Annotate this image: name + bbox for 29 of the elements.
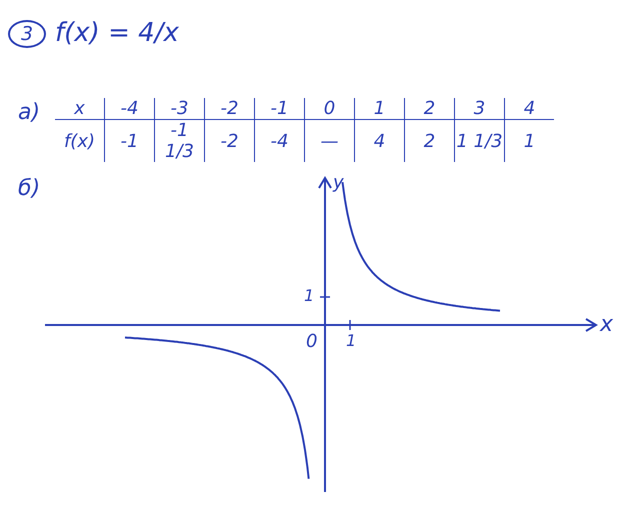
argument-value: -3	[154, 98, 204, 120]
tick-label: 0	[306, 333, 318, 351]
axis-label: y	[333, 174, 344, 192]
function-value: -2	[204, 120, 254, 162]
function-value: —	[304, 120, 354, 162]
argument-value: 4	[504, 98, 554, 120]
argument-value: 2	[404, 98, 454, 120]
axis-label: x	[600, 314, 614, 336]
function-value: -1	[104, 120, 154, 162]
argument-value: 1	[354, 98, 404, 120]
argument-value: -4	[104, 98, 154, 120]
tick-label: 1	[346, 333, 356, 349]
argument-value: 0	[304, 98, 354, 120]
row-header: x	[55, 98, 104, 120]
part-label: б)	[18, 178, 40, 200]
argument-value: -2	[204, 98, 254, 120]
argument-value: 3	[454, 98, 504, 120]
part-label: а)	[18, 102, 40, 124]
row-header: f(x)	[55, 120, 104, 162]
function-value: 1 1/3	[454, 120, 504, 162]
function-value: 4	[354, 120, 404, 162]
function-value: 1	[504, 120, 554, 162]
function-value: -4	[254, 120, 304, 162]
circled-number: 3	[8, 20, 46, 48]
argument-value: -1	[254, 98, 304, 120]
tick-label: 1	[304, 288, 314, 304]
function-value: 2	[404, 120, 454, 162]
function-formula: f(x) = 4/x	[55, 20, 179, 46]
function-value: -1 1/3	[154, 120, 204, 162]
